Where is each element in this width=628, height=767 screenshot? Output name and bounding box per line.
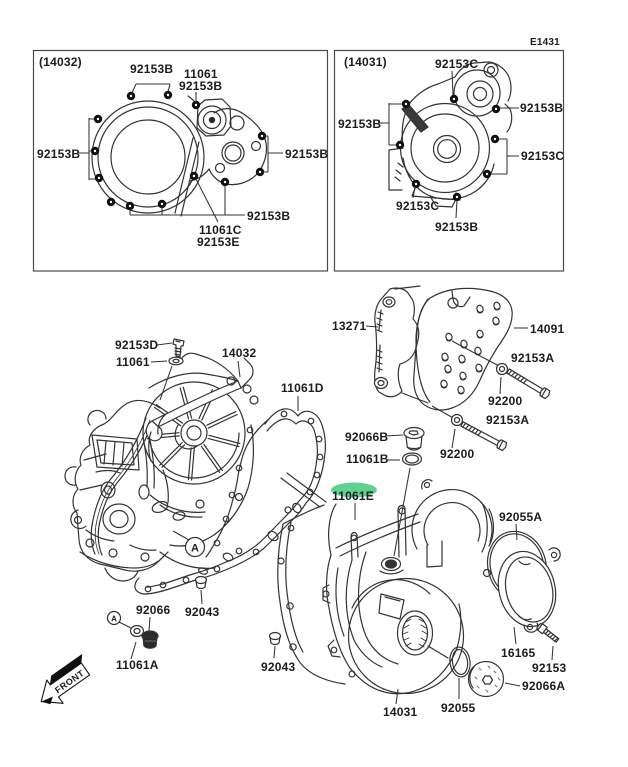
svg-text:92055: 92055: [441, 701, 475, 715]
svg-text:92066: 92066: [136, 603, 170, 617]
svg-text:92055A: 92055A: [499, 510, 542, 524]
svg-text:92153B: 92153B: [37, 147, 80, 161]
svg-text:16165: 16165: [501, 646, 535, 660]
svg-text:14091: 14091: [530, 322, 564, 336]
svg-text:92153B: 92153B: [435, 220, 478, 234]
svg-text:92200: 92200: [440, 447, 474, 461]
svg-text:13271: 13271: [332, 319, 366, 333]
svg-text:92043: 92043: [185, 605, 219, 619]
svg-text:92153C: 92153C: [396, 199, 439, 213]
svg-text:92153D: 92153D: [115, 338, 158, 352]
svg-text:92153B: 92153B: [285, 147, 328, 161]
svg-text:92043: 92043: [261, 660, 295, 674]
svg-text:11061B: 11061B: [346, 452, 389, 466]
svg-text:14031: 14031: [383, 705, 417, 719]
svg-text:92153: 92153: [532, 661, 566, 675]
svg-text:11061C: 11061C: [199, 223, 242, 237]
svg-text:92153B: 92153B: [247, 209, 290, 223]
svg-text:A: A: [191, 543, 199, 555]
svg-text:E1431: E1431: [530, 37, 560, 48]
svg-text:92153C: 92153C: [435, 57, 478, 71]
svg-text:11061: 11061: [116, 355, 150, 369]
svg-text:92153E: 92153E: [197, 235, 240, 249]
svg-text:92153B: 92153B: [338, 117, 381, 131]
svg-text:92066B: 92066B: [345, 430, 388, 444]
svg-text:11061E: 11061E: [332, 489, 374, 503]
svg-text:11061A: 11061A: [116, 658, 159, 672]
svg-text:11061D: 11061D: [281, 381, 324, 395]
svg-text:92153A: 92153A: [486, 413, 529, 427]
svg-text:92153C: 92153C: [521, 149, 564, 163]
svg-text:92153B: 92153B: [179, 79, 222, 93]
svg-text:(14031): (14031): [344, 55, 387, 69]
svg-text:92066A: 92066A: [522, 679, 565, 693]
svg-text:(14032): (14032): [39, 55, 82, 69]
svg-text:92153B: 92153B: [520, 101, 563, 115]
svg-text:92200: 92200: [488, 394, 522, 408]
svg-text:11061: 11061: [184, 67, 218, 81]
svg-text:14032: 14032: [222, 346, 256, 360]
svg-text:A: A: [111, 615, 117, 624]
svg-text:92153B: 92153B: [130, 62, 173, 76]
svg-text:92153A: 92153A: [511, 351, 554, 365]
